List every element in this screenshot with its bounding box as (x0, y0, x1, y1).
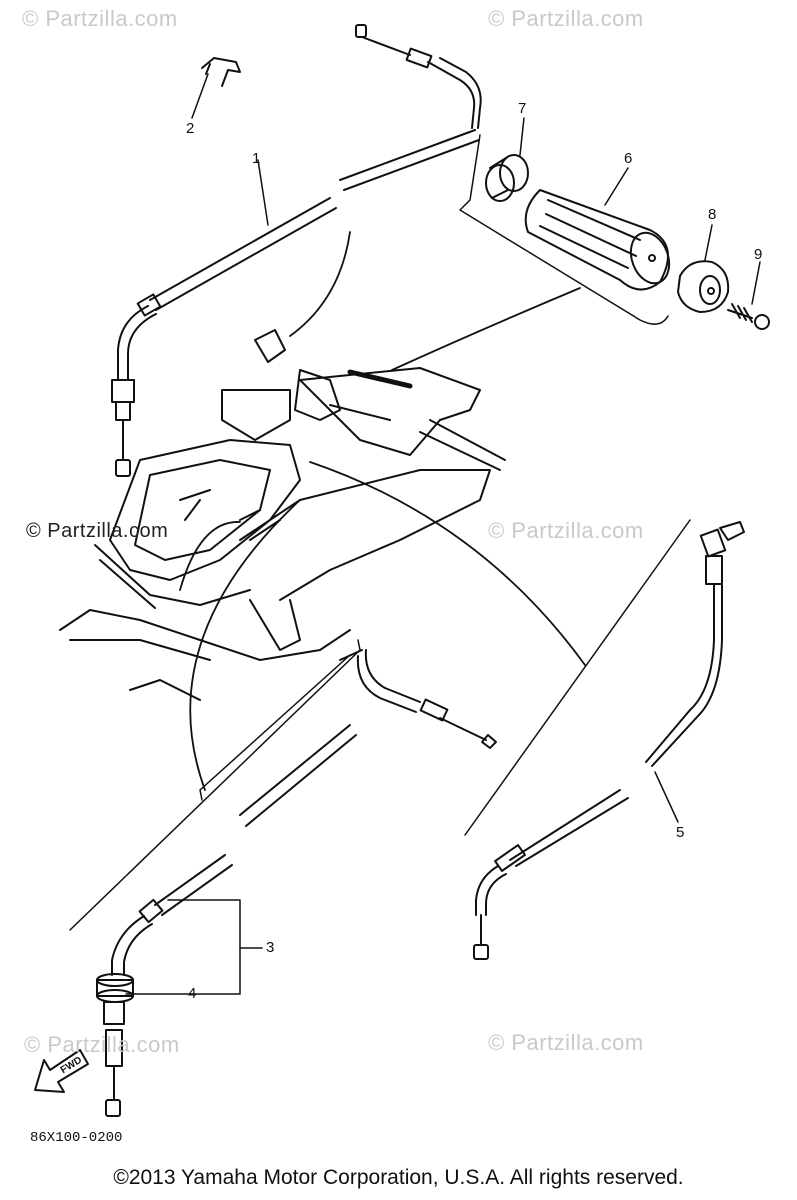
part-3-cable-end (103, 1001, 125, 1117)
watermark-top-right: © Partzilla.com (488, 6, 644, 31)
arrow-cable-lower (189, 499, 301, 791)
watermark-top-left: © Partzilla.com (22, 6, 178, 31)
callout-9: 9 (754, 246, 763, 263)
leader-7 (519, 117, 525, 156)
arrow-cable-upper (289, 231, 351, 337)
watermark-bottom-right: © Partzilla.com (488, 1030, 644, 1055)
leader-5 (654, 771, 679, 823)
part-3-cable (111, 649, 497, 976)
panel-edge-right (464, 519, 691, 836)
arrow-cable-lower-2 (179, 521, 241, 591)
watermark-mid-left: © Partzilla.com (26, 520, 169, 542)
part-9-screw (727, 303, 770, 330)
callout-8: 8 (708, 206, 717, 223)
arrow-grip (391, 287, 581, 371)
callout-7: 7 (518, 100, 527, 117)
leader-9 (751, 261, 761, 305)
part-7-ring (485, 154, 529, 202)
part-2-clip (201, 57, 241, 87)
leader-6 (604, 167, 629, 206)
arrow-cable-right (309, 461, 586, 666)
grip-panel (459, 134, 669, 325)
part-4-fitting (96, 973, 134, 1003)
leader-1 (257, 159, 269, 226)
bracket-3 (125, 899, 241, 995)
fwd-arrow (34, 1049, 89, 1093)
part-1-cable (111, 24, 482, 477)
panel-edge-left (69, 639, 361, 931)
leader-8 (704, 224, 713, 261)
watermark-bottom-left: © Partzilla.com (24, 1032, 180, 1057)
callout-1: 1 (252, 150, 261, 167)
snowmobile-body (59, 329, 506, 701)
part-6-grip (524, 189, 671, 291)
callout-5: 5 (676, 824, 685, 841)
callout-3: 3 (266, 939, 275, 956)
copyright-notice: ©2013 Yamaha Motor Corporation, U.S.A. A… (113, 1166, 684, 1189)
leader-2 (191, 73, 209, 119)
reference-code: 86X100-0200 (30, 1130, 123, 1146)
part-8-cap (677, 260, 730, 313)
callout-2: 2 (186, 120, 195, 137)
watermark-mid-right: © Partzilla.com (488, 518, 644, 543)
callout-4: 4 (188, 985, 197, 1002)
callout-6: 6 (624, 150, 633, 167)
part-5-cable (473, 521, 745, 960)
